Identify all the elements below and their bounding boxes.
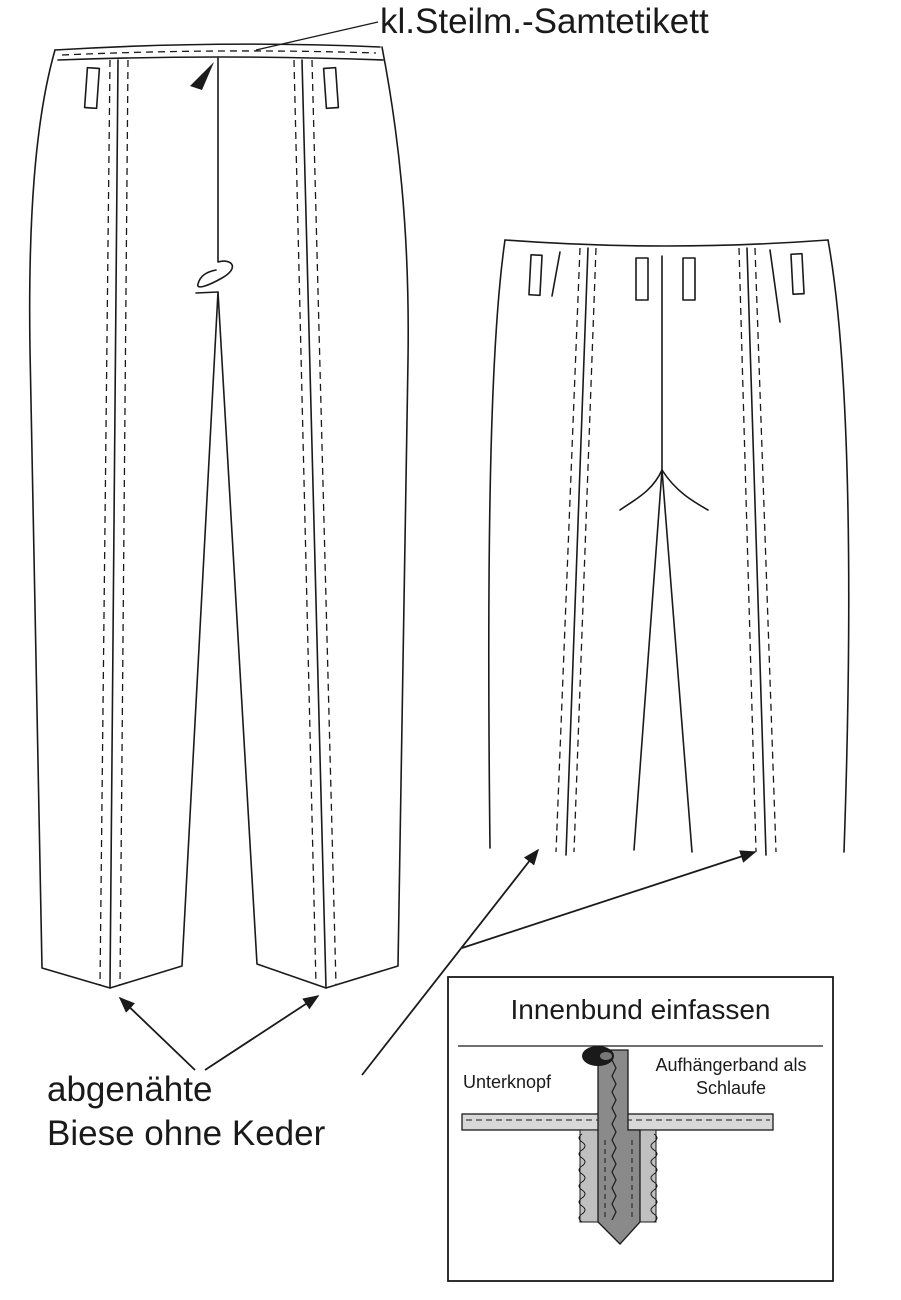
piping-arrow-front-right — [204, 995, 320, 1071]
front-belt-loop-left — [83, 66, 101, 110]
front-waistband-bottom — [57, 56, 384, 61]
under-button-icon — [582, 1046, 614, 1066]
back-right-piping-stitch-outer — [754, 247, 777, 853]
back-left-piping-stitch-inner — [573, 247, 597, 853]
front-left-piping-stitch-inner — [119, 59, 129, 986]
back-left-piping-stitch-outer — [555, 247, 581, 853]
serging-right — [650, 1133, 658, 1223]
front-right-piping-line — [301, 59, 327, 989]
inner-waistband-detail — [447, 976, 834, 1282]
velvet-label-marker — [190, 62, 214, 90]
back-belt-loop-1 — [528, 253, 543, 297]
front-right-piping-stitch-outer — [311, 59, 337, 986]
front-waistband-stitching — [61, 50, 377, 56]
hanger-tape-label-line1: Aufhängerband als — [655, 1055, 807, 1075]
piping-callout-line1: abgenähte — [47, 1070, 213, 1109]
back-view-trousers — [487, 239, 850, 856]
front-waistband-top — [54, 43, 381, 51]
front-fly-line — [197, 57, 234, 288]
under-button-label: Unterknopf — [463, 1072, 552, 1092]
front-fly-end — [195, 291, 219, 294]
back-center-seam — [619, 255, 663, 511]
seam-allowance-right — [637, 1129, 657, 1223]
seam-allowance-left — [579, 1129, 599, 1223]
back-seat-curve — [661, 469, 709, 511]
under-button-hole — [600, 1052, 612, 1060]
back-left-side — [487, 239, 506, 849]
front-left-piping-stitch-outer — [99, 59, 111, 986]
back-left-inseam — [633, 469, 663, 851]
piping-arrow-front-left — [118, 996, 196, 1071]
left-note-bg — [459, 1049, 579, 1112]
hanger-tape-label-line2: Schlaufe — [695, 1078, 767, 1098]
front-view-trousers — [28, 43, 410, 989]
back-dart-right — [769, 249, 781, 323]
back-dart-left — [551, 251, 561, 297]
front-belt-loop-right — [322, 66, 340, 110]
hanger-tape — [597, 1049, 641, 1245]
right-note-bg — [632, 1049, 822, 1112]
front-outline — [28, 46, 410, 989]
back-right-piping-stitch-inner — [738, 247, 757, 853]
center-zigzag-stitch — [611, 1059, 617, 1221]
back-belt-loop-2 — [635, 257, 649, 301]
piping-callout-line2: Biese ohne Keder — [47, 1114, 326, 1153]
back-belt-loop-3 — [682, 257, 696, 301]
back-belt-loop-4 — [790, 252, 805, 296]
velvet-label-leader — [255, 21, 379, 51]
detail-title: Innenbund einfassen — [510, 994, 771, 1025]
front-right-piping-stitch-inner — [293, 59, 317, 986]
piping-arrow-back-left — [361, 848, 539, 1076]
back-right-side — [827, 239, 850, 853]
velvet-label-callout: kl.Steilm.-Samtetikett — [380, 2, 709, 41]
back-left-piping-line — [565, 247, 589, 856]
front-left-piping-line — [109, 59, 119, 989]
serging-left — [578, 1133, 586, 1223]
back-waistband — [504, 239, 829, 247]
back-right-piping-line — [746, 247, 767, 856]
piping-arrow-back-right — [461, 850, 757, 949]
back-right-inseam — [661, 469, 693, 853]
